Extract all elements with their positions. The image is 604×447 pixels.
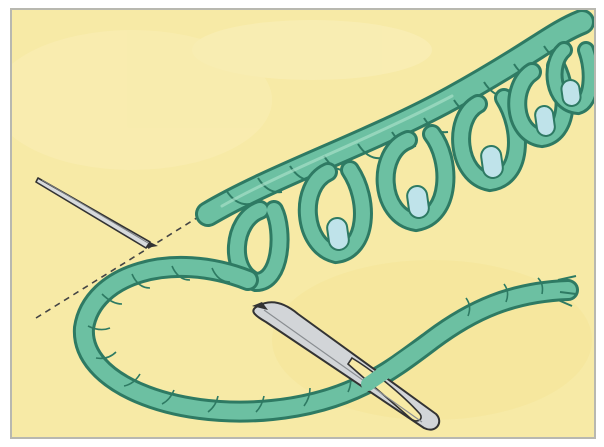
loop-3 xyxy=(386,134,446,222)
bead-5 xyxy=(560,79,581,107)
top-needle-icon xyxy=(36,178,158,248)
loop-6 xyxy=(555,50,591,107)
loop-2 xyxy=(308,170,363,254)
stitch-illustration xyxy=(12,10,594,437)
illustration-panel xyxy=(10,8,596,439)
